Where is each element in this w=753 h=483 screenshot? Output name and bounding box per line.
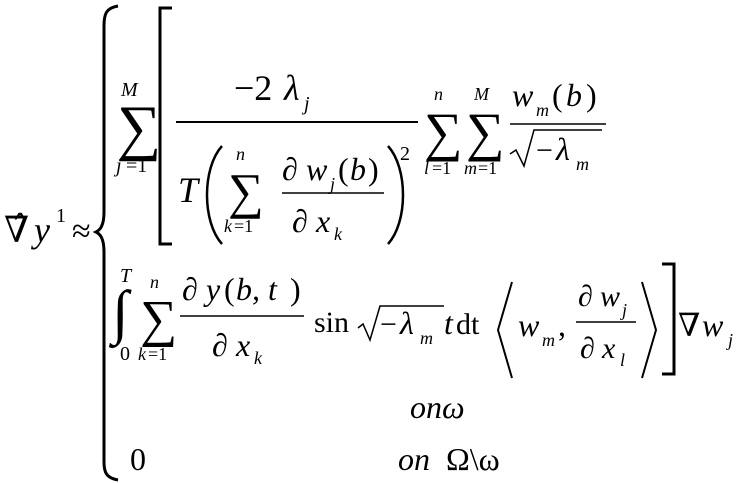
row2-y-args: b, t	[236, 271, 278, 307]
rhs-w-open-paren: (	[552, 77, 563, 113]
row2-y-open-paren: (	[224, 271, 235, 307]
inner-partial-num: ∂	[282, 151, 298, 187]
sum-l-upper: n	[434, 84, 443, 104]
inner-partial-den: ∂	[292, 203, 308, 239]
nabla-w-sub: j	[726, 330, 733, 350]
sum-l-lower-var: l	[424, 158, 429, 178]
inner-prod-comma: ,	[558, 307, 566, 343]
lhs-nabla-hat: ∇̂	[4, 210, 29, 250]
inner-sum-lower-eq: =1	[234, 216, 253, 236]
numerator-lambda: λ	[283, 68, 300, 108]
row2-y: y	[203, 271, 221, 307]
right-square-bracket	[662, 262, 676, 376]
inner-w-open-paren: (	[338, 151, 349, 187]
sin-sqrt-radical	[357, 305, 444, 343]
row2-t: t	[444, 305, 454, 341]
left-angle-bracket	[496, 281, 513, 379]
rhs-sqrt-lambda: λ	[555, 131, 570, 167]
rhs-w: w	[512, 77, 534, 113]
inner-prod-partial-num: ∂	[578, 280, 593, 313]
inner-x: x	[315, 203, 330, 239]
denominator-T: T	[178, 170, 201, 210]
case-zero: 0	[130, 441, 146, 477]
den-square: 2	[400, 143, 410, 165]
rhs-w-sub: m	[536, 100, 549, 120]
inner-w-sub: j	[328, 174, 335, 194]
sum-m-upper: M	[473, 84, 490, 104]
condition-on-omega: onω	[410, 389, 465, 425]
integral-lower: 0	[120, 343, 130, 365]
nabla-symbol: ∇	[678, 307, 700, 343]
integral-upper: T	[120, 265, 133, 287]
row-2: T ∫ 0 n ∑ k =1 ∂ y ( b, t ) ∂ x k sin − …	[109, 262, 733, 379]
sum-l-sigma: ∑	[424, 102, 463, 162]
sum-j-upper: M	[120, 79, 139, 101]
inner-w-close-paren: )	[368, 151, 379, 187]
row2-partial-num: ∂	[182, 271, 198, 307]
inner-prod-w: w	[518, 307, 540, 343]
inner-sum-lower-var: k	[224, 216, 233, 236]
sin-sqrt-lambda-sub: m	[420, 328, 433, 348]
row2-x: x	[235, 327, 250, 363]
left-brace	[92, 4, 119, 482]
rhs-w-arg: b	[566, 77, 582, 113]
lhs-superscript: 1	[56, 205, 66, 227]
condition-on: on	[398, 441, 430, 477]
row2-sum-upper: n	[150, 272, 159, 292]
row2-x-sub: k	[254, 348, 263, 368]
approx-symbol: ≈	[72, 213, 91, 250]
inner-prod-px: x	[601, 332, 616, 365]
sin-sqrt-minus: −	[380, 308, 397, 341]
numerator-lambda-sub: j	[301, 93, 310, 115]
row2-y-close-paren: )	[290, 271, 301, 307]
row2-sum-lower-eq: =1	[148, 344, 167, 364]
sum-j-lower-var: j	[113, 155, 122, 177]
inner-prod-partial-den: ∂	[580, 332, 595, 365]
inner-sum-sigma: ∑	[228, 163, 264, 219]
inner-w-arg: b	[350, 151, 366, 187]
sum-j-lower-eq: =1	[126, 155, 147, 177]
condition-set: Ω\ω	[446, 441, 500, 477]
den-right-paren	[387, 145, 405, 245]
inner-prod-w-sub: m	[542, 330, 555, 350]
inner-prod-px-sub: l	[620, 350, 625, 370]
den-left-paren	[205, 145, 223, 245]
numerator-coeff: −2	[234, 68, 272, 108]
left-square-bracket	[158, 6, 172, 246]
sum-m-sigma: ∑	[466, 102, 505, 162]
lhs-group: ∇̂ y 1 ≈	[4, 205, 91, 250]
integral-sign: ∫	[109, 279, 132, 349]
inner-w: w	[306, 151, 328, 187]
sum-m-lower-var: m	[464, 158, 477, 178]
rhs-sqrt-minus: −	[536, 134, 553, 167]
rhs-w-close-paren: )	[586, 77, 597, 113]
row-4: 0 on Ω\ω	[130, 441, 500, 477]
sum-l-lower-eq: =1	[432, 158, 451, 178]
right-angle-bracket	[641, 281, 658, 379]
row2-dt: dt	[456, 308, 480, 341]
lhs-y: y	[31, 210, 50, 250]
sum-m-lower-eq: =1	[478, 158, 497, 178]
inner-prod-pw-sub: j	[620, 300, 627, 320]
nabla-w: w	[702, 307, 724, 343]
row-1: M ∑ j =1 −2 λ j T n ∑ k =1 ∂ w j ( b ) ∂…	[113, 6, 606, 246]
row2-sum-lower-var: k	[138, 344, 147, 364]
inner-prod-pw: w	[600, 280, 620, 313]
sum-j-sigma: ∑	[117, 94, 161, 162]
rhs-sqrt-radical	[509, 129, 602, 169]
sin-sqrt-lambda: λ	[399, 305, 414, 341]
sin-function: sin	[314, 306, 349, 339]
inner-sum-upper: n	[236, 144, 245, 164]
row2-partial-den: ∂	[212, 327, 228, 363]
inner-x-sub: k	[334, 224, 343, 244]
row2-sum-sigma: ∑	[140, 291, 177, 348]
rhs-sqrt-lambda-sub: m	[576, 154, 589, 174]
